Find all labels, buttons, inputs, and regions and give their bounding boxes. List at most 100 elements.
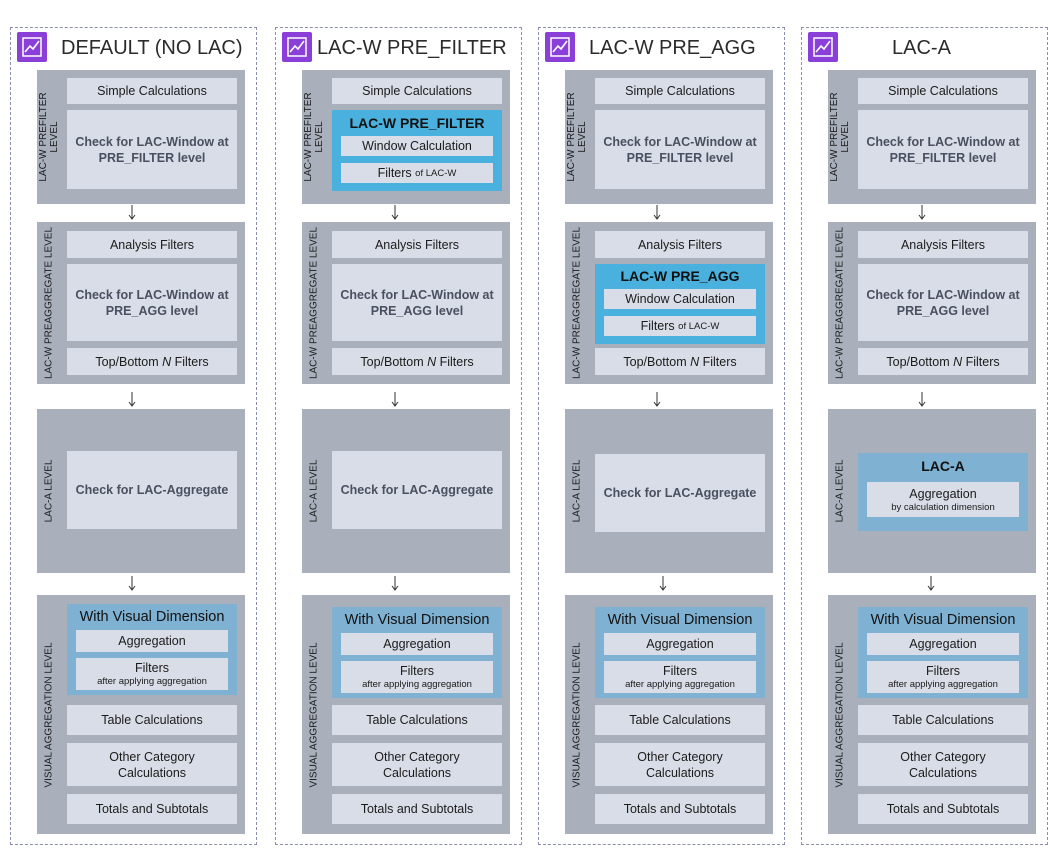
- visual-dimension-group: With Visual Dimension Aggregation Filter…: [332, 607, 502, 698]
- table-calculations-box: Table Calculations: [858, 705, 1028, 735]
- window-calculation-box: Window Calculation: [604, 289, 756, 309]
- column-title: LAC-A: [892, 37, 951, 59]
- column-lac-w-pre-agg: LAC-W PRE_AGG LAC-W PREFILTER LEVEL Simp…: [538, 27, 785, 845]
- aggregation-box: Aggregation: [604, 633, 756, 655]
- flow-arrow: [927, 576, 935, 591]
- level-label: LAC-W PREAGGREGATE LEVEL: [308, 226, 320, 380]
- level-label: LAC-W PREAGGREGATE LEVEL: [834, 226, 846, 380]
- preaggregate-level: LAC-W PREAGGREGATE LEVEL Analysis Filter…: [302, 222, 510, 384]
- check-lac-window-prefilter-box: Check for LAC-Window at PRE_FILTER level: [67, 110, 237, 189]
- other-category-calculations-box: Other Category Calculations: [67, 743, 237, 786]
- level-label: LAC-A LEVEL: [308, 459, 320, 523]
- lac-a-title: LAC-A: [921, 458, 965, 474]
- visual-dimension-group: With Visual Dimension Aggregation Filter…: [858, 607, 1028, 698]
- filters-of-lac-w-box: Filters of LAC-W: [341, 163, 493, 183]
- flow-arrow: [653, 392, 661, 407]
- prefilter-level: LAC-W PREFILTER LEVEL Simple Calculation…: [565, 70, 773, 204]
- check-lac-aggregate-box: Check for LAC-Aggregate: [595, 454, 765, 532]
- check-lac-window-prefilter-box: Check for LAC-Window at PRE_FILTER level: [858, 110, 1028, 189]
- flow-arrow: [391, 205, 399, 220]
- analysis-filters-box: Analysis Filters: [595, 231, 765, 258]
- level-label: LAC-W PREAGGREGATE LEVEL: [571, 226, 583, 380]
- lac-w-pre-filter-title: LAC-W PRE_FILTER: [349, 115, 485, 131]
- column-lac-w-pre-filter: LAC-W PRE_FILTER LAC-W PREFILTER LEVEL S…: [275, 27, 522, 845]
- table-calculations-box: Table Calculations: [332, 705, 502, 735]
- prefilter-level: LAC-W PREFILTER LEVEL Simple Calculation…: [302, 70, 510, 204]
- level-label: LAC-A LEVEL: [834, 459, 846, 523]
- visual-dimension-title: With Visual Dimension: [344, 612, 490, 628]
- simple-calculations-box: Simple Calculations: [858, 78, 1028, 104]
- topn-filters-box: Top/Bottom N Filters: [332, 348, 502, 375]
- topn-filters-box: Top/Bottom N Filters: [67, 348, 237, 375]
- check-lac-window-preagg-box: Check for LAC-Window at PRE_AGG level: [332, 264, 502, 341]
- level-label: LAC-W PREFILTER LEVEL: [829, 92, 851, 182]
- visual-aggregation-level: VISUAL AGGREGATION LEVEL With Visual Dim…: [565, 595, 773, 834]
- lac-a-level: LAC-A LEVEL Check for LAC-Aggregate: [302, 409, 510, 573]
- other-category-calculations-box: Other Category Calculations: [858, 743, 1028, 786]
- visual-aggregation-level: VISUAL AGGREGATION LEVEL With Visual Dim…: [37, 595, 245, 834]
- lac-a-level: LAC-A LEVEL Check for LAC-Aggregate: [565, 409, 773, 573]
- other-category-calculations-box: Other Category Calculations: [332, 743, 502, 786]
- visual-dimension-group: With Visual Dimension Aggregation Filter…: [595, 607, 765, 698]
- lac-w-pre-agg-group: LAC-W PRE_AGG Window Calculation Filters…: [595, 264, 765, 344]
- level-label: VISUAL AGGREGATION LEVEL: [308, 641, 320, 788]
- topn-filters-box: Top/Bottom N Filters: [595, 348, 765, 375]
- flow-arrow: [918, 392, 926, 407]
- flow-arrow: [128, 392, 136, 407]
- analysis-filters-box: Analysis Filters: [67, 231, 237, 258]
- simple-calculations-box: Simple Calculations: [595, 78, 765, 104]
- preaggregate-level: LAC-W PREAGGREGATE LEVEL Analysis Filter…: [828, 222, 1036, 384]
- column-lac-a: LAC-A LAC-W PREFILTER LEVEL Simple Calcu…: [801, 27, 1048, 845]
- aggregation-box: Aggregation: [341, 633, 493, 655]
- flow-arrow: [918, 205, 926, 220]
- visual-dimension-title: With Visual Dimension: [870, 612, 1016, 628]
- level-label: LAC-A LEVEL: [43, 459, 55, 523]
- other-category-calculations-box: Other Category Calculations: [595, 743, 765, 786]
- level-label: LAC-W PREFILTER LEVEL: [38, 92, 60, 182]
- level-label: LAC-W PREAGGREGATE LEVEL: [43, 226, 55, 380]
- table-calculations-box: Table Calculations: [595, 705, 765, 735]
- filters-of-lac-w-box: Filters of LAC-W: [604, 316, 756, 336]
- preaggregate-level: LAC-W PREAGGREGATE LEVEL Analysis Filter…: [37, 222, 245, 384]
- column-default-no-lac: DEFAULT (NO LAC) LAC-W PREFILTER LEVEL S…: [10, 27, 257, 845]
- totals-subtotals-box: Totals and Subtotals: [858, 794, 1028, 824]
- level-label: LAC-A LEVEL: [571, 459, 583, 523]
- check-lac-aggregate-box: Check for LAC-Aggregate: [332, 451, 502, 529]
- level-label: LAC-W PREFILTER LEVEL: [566, 92, 588, 182]
- lac-a-level: LAC-A LEVEL Check for LAC-Aggregate: [37, 409, 245, 573]
- check-lac-aggregate-box: Check for LAC-Aggregate: [67, 451, 237, 529]
- visual-aggregation-level: VISUAL AGGREGATION LEVEL With Visual Dim…: [828, 595, 1036, 834]
- totals-subtotals-box: Totals and Subtotals: [595, 794, 765, 824]
- level-label: LAC-W PREFILTER LEVEL: [303, 92, 325, 182]
- chart-line-icon: [282, 32, 312, 62]
- level-label: VISUAL AGGREGATION LEVEL: [571, 641, 583, 788]
- visual-dimension-title: With Visual Dimension: [607, 612, 753, 628]
- totals-subtotals-box: Totals and Subtotals: [332, 794, 502, 824]
- flow-arrow: [128, 576, 136, 591]
- prefilter-level: LAC-W PREFILTER LEVEL Simple Calculation…: [37, 70, 245, 204]
- analysis-filters-box: Analysis Filters: [858, 231, 1028, 258]
- check-lac-window-prefilter-box: Check for LAC-Window at PRE_FILTER level: [595, 110, 765, 189]
- flow-arrow: [128, 205, 136, 220]
- simple-calculations-box: Simple Calculations: [332, 78, 502, 104]
- visual-dimension-title: With Visual Dimension: [79, 609, 225, 625]
- simple-calculations-box: Simple Calculations: [67, 78, 237, 104]
- column-title: LAC-W PRE_AGG: [589, 37, 756, 59]
- chart-line-icon: [808, 32, 838, 62]
- visual-aggregation-level: VISUAL AGGREGATION LEVEL With Visual Dim…: [302, 595, 510, 834]
- column-title: DEFAULT (NO LAC): [61, 37, 243, 59]
- prefilter-level: LAC-W PREFILTER LEVEL Simple Calculation…: [828, 70, 1036, 204]
- totals-subtotals-box: Totals and Subtotals: [67, 794, 237, 824]
- topn-filters-box: Top/Bottom N Filters: [858, 348, 1028, 375]
- level-label: VISUAL AGGREGATION LEVEL: [43, 641, 55, 788]
- chart-line-icon: [17, 32, 47, 62]
- aggregation-box: Aggregation: [76, 630, 228, 652]
- lac-w-pre-agg-title: LAC-W PRE_AGG: [620, 268, 740, 284]
- flow-arrow: [391, 392, 399, 407]
